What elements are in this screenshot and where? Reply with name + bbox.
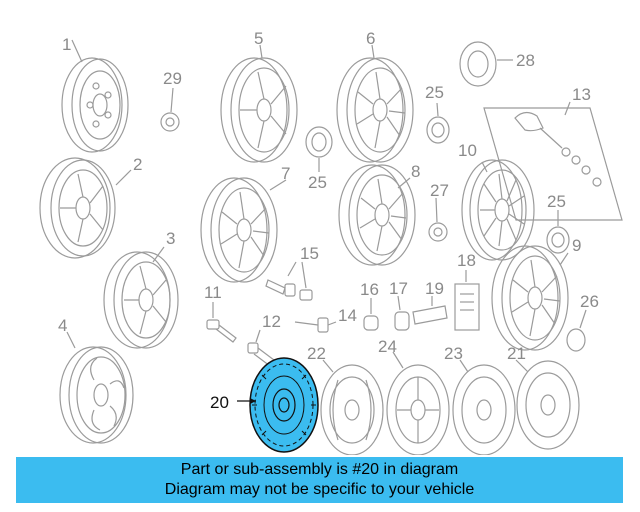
part-10-alloy-wheel[interactable] [461, 159, 535, 261]
label-part-16: 16 [360, 280, 379, 299]
label-part-7: 7 [281, 164, 290, 183]
part-9-alloy-wheel[interactable] [491, 245, 569, 351]
label-part-25a: 25 [425, 83, 444, 102]
parts-diagram: 1 2 3 4 5 6 7 8 9 10 11 12 13 14 15 16 1… [39, 29, 623, 455]
label-part-25b: 25 [308, 173, 327, 192]
part-23-wheel-cover[interactable] [452, 359, 516, 455]
label-part-18: 18 [457, 251, 476, 270]
info-banner: Part or sub-assembly is #20 in diagram D… [16, 457, 623, 503]
label-part-28: 28 [516, 51, 535, 70]
label-part-10: 10 [458, 141, 477, 160]
label-part-25c: 25 [547, 192, 566, 211]
part-8-alloy-wheel[interactable] [338, 164, 416, 266]
banner-line-disclaimer: Diagram may not be specific to your vehi… [164, 481, 475, 498]
label-part-17: 17 [389, 279, 408, 298]
label-part-3: 3 [166, 229, 175, 248]
part-28-center-cap[interactable] [459, 41, 513, 87]
label-part-23: 23 [444, 344, 463, 363]
label-part-19: 19 [425, 279, 444, 298]
label-part-22: 22 [307, 344, 326, 363]
part-18-tag[interactable] [454, 270, 480, 331]
part-labels: 1 2 3 4 5 6 7 8 9 10 11 12 13 14 15 16 1… [58, 29, 599, 412]
part-11-bolt[interactable] [206, 302, 237, 343]
label-part-27: 27 [430, 181, 449, 200]
part-29-center-cap[interactable] [160, 87, 180, 132]
label-part-15: 15 [300, 244, 319, 263]
label-part-13: 13 [572, 85, 591, 104]
part-3-wheel[interactable] [103, 246, 179, 349]
label-part-4: 4 [58, 316, 67, 335]
part-20-wheel-cover-selected[interactable] [237, 357, 319, 453]
label-part-12: 12 [262, 312, 281, 331]
label-part-1: 1 [62, 35, 71, 54]
label-part-24: 24 [378, 337, 397, 356]
part-27-center-cap[interactable] [428, 197, 448, 242]
part-12-valve[interactable] [247, 329, 275, 367]
label-part-2: 2 [133, 155, 142, 174]
part-13-tpms-sensor[interactable] [483, 101, 623, 221]
label-part-11: 11 [204, 283, 222, 302]
part-2-alloy-wheel[interactable] [39, 157, 132, 259]
label-part-21: 21 [507, 344, 526, 363]
part-1-steel-wheel[interactable] [61, 39, 129, 153]
label-part-9: 9 [572, 236, 581, 255]
label-part-5: 5 [254, 29, 263, 48]
part-4-wheel[interactable] [59, 331, 134, 444]
label-part-14: 14 [338, 306, 357, 325]
label-part-6: 6 [366, 29, 375, 48]
part-19-tool[interactable] [412, 296, 448, 325]
part-17-nut[interactable] [394, 295, 410, 331]
label-part-8: 8 [411, 162, 420, 181]
part-6-alloy-wheel[interactable] [336, 44, 414, 163]
part-14-bolt[interactable] [294, 317, 337, 333]
part-24-wheel-cover[interactable] [386, 351, 450, 455]
part-5-alloy-wheel[interactable] [220, 44, 298, 163]
part-22-wheel-cover[interactable] [320, 359, 384, 455]
part-26-center-cap[interactable] [566, 309, 587, 352]
label-part-29: 29 [163, 69, 182, 88]
part-15-lock-bolt[interactable] [265, 261, 313, 301]
part-7-alloy-wheel[interactable] [200, 177, 287, 283]
part-16-nut[interactable] [363, 298, 379, 331]
part-21-wheel-cover[interactable] [515, 359, 580, 450]
banner-line-part: Part or sub-assembly is #20 in diagram [180, 461, 459, 478]
label-part-26: 26 [580, 292, 599, 311]
part-25-center-cap[interactable] [305, 102, 570, 254]
label-part-20: 20 [210, 393, 229, 412]
